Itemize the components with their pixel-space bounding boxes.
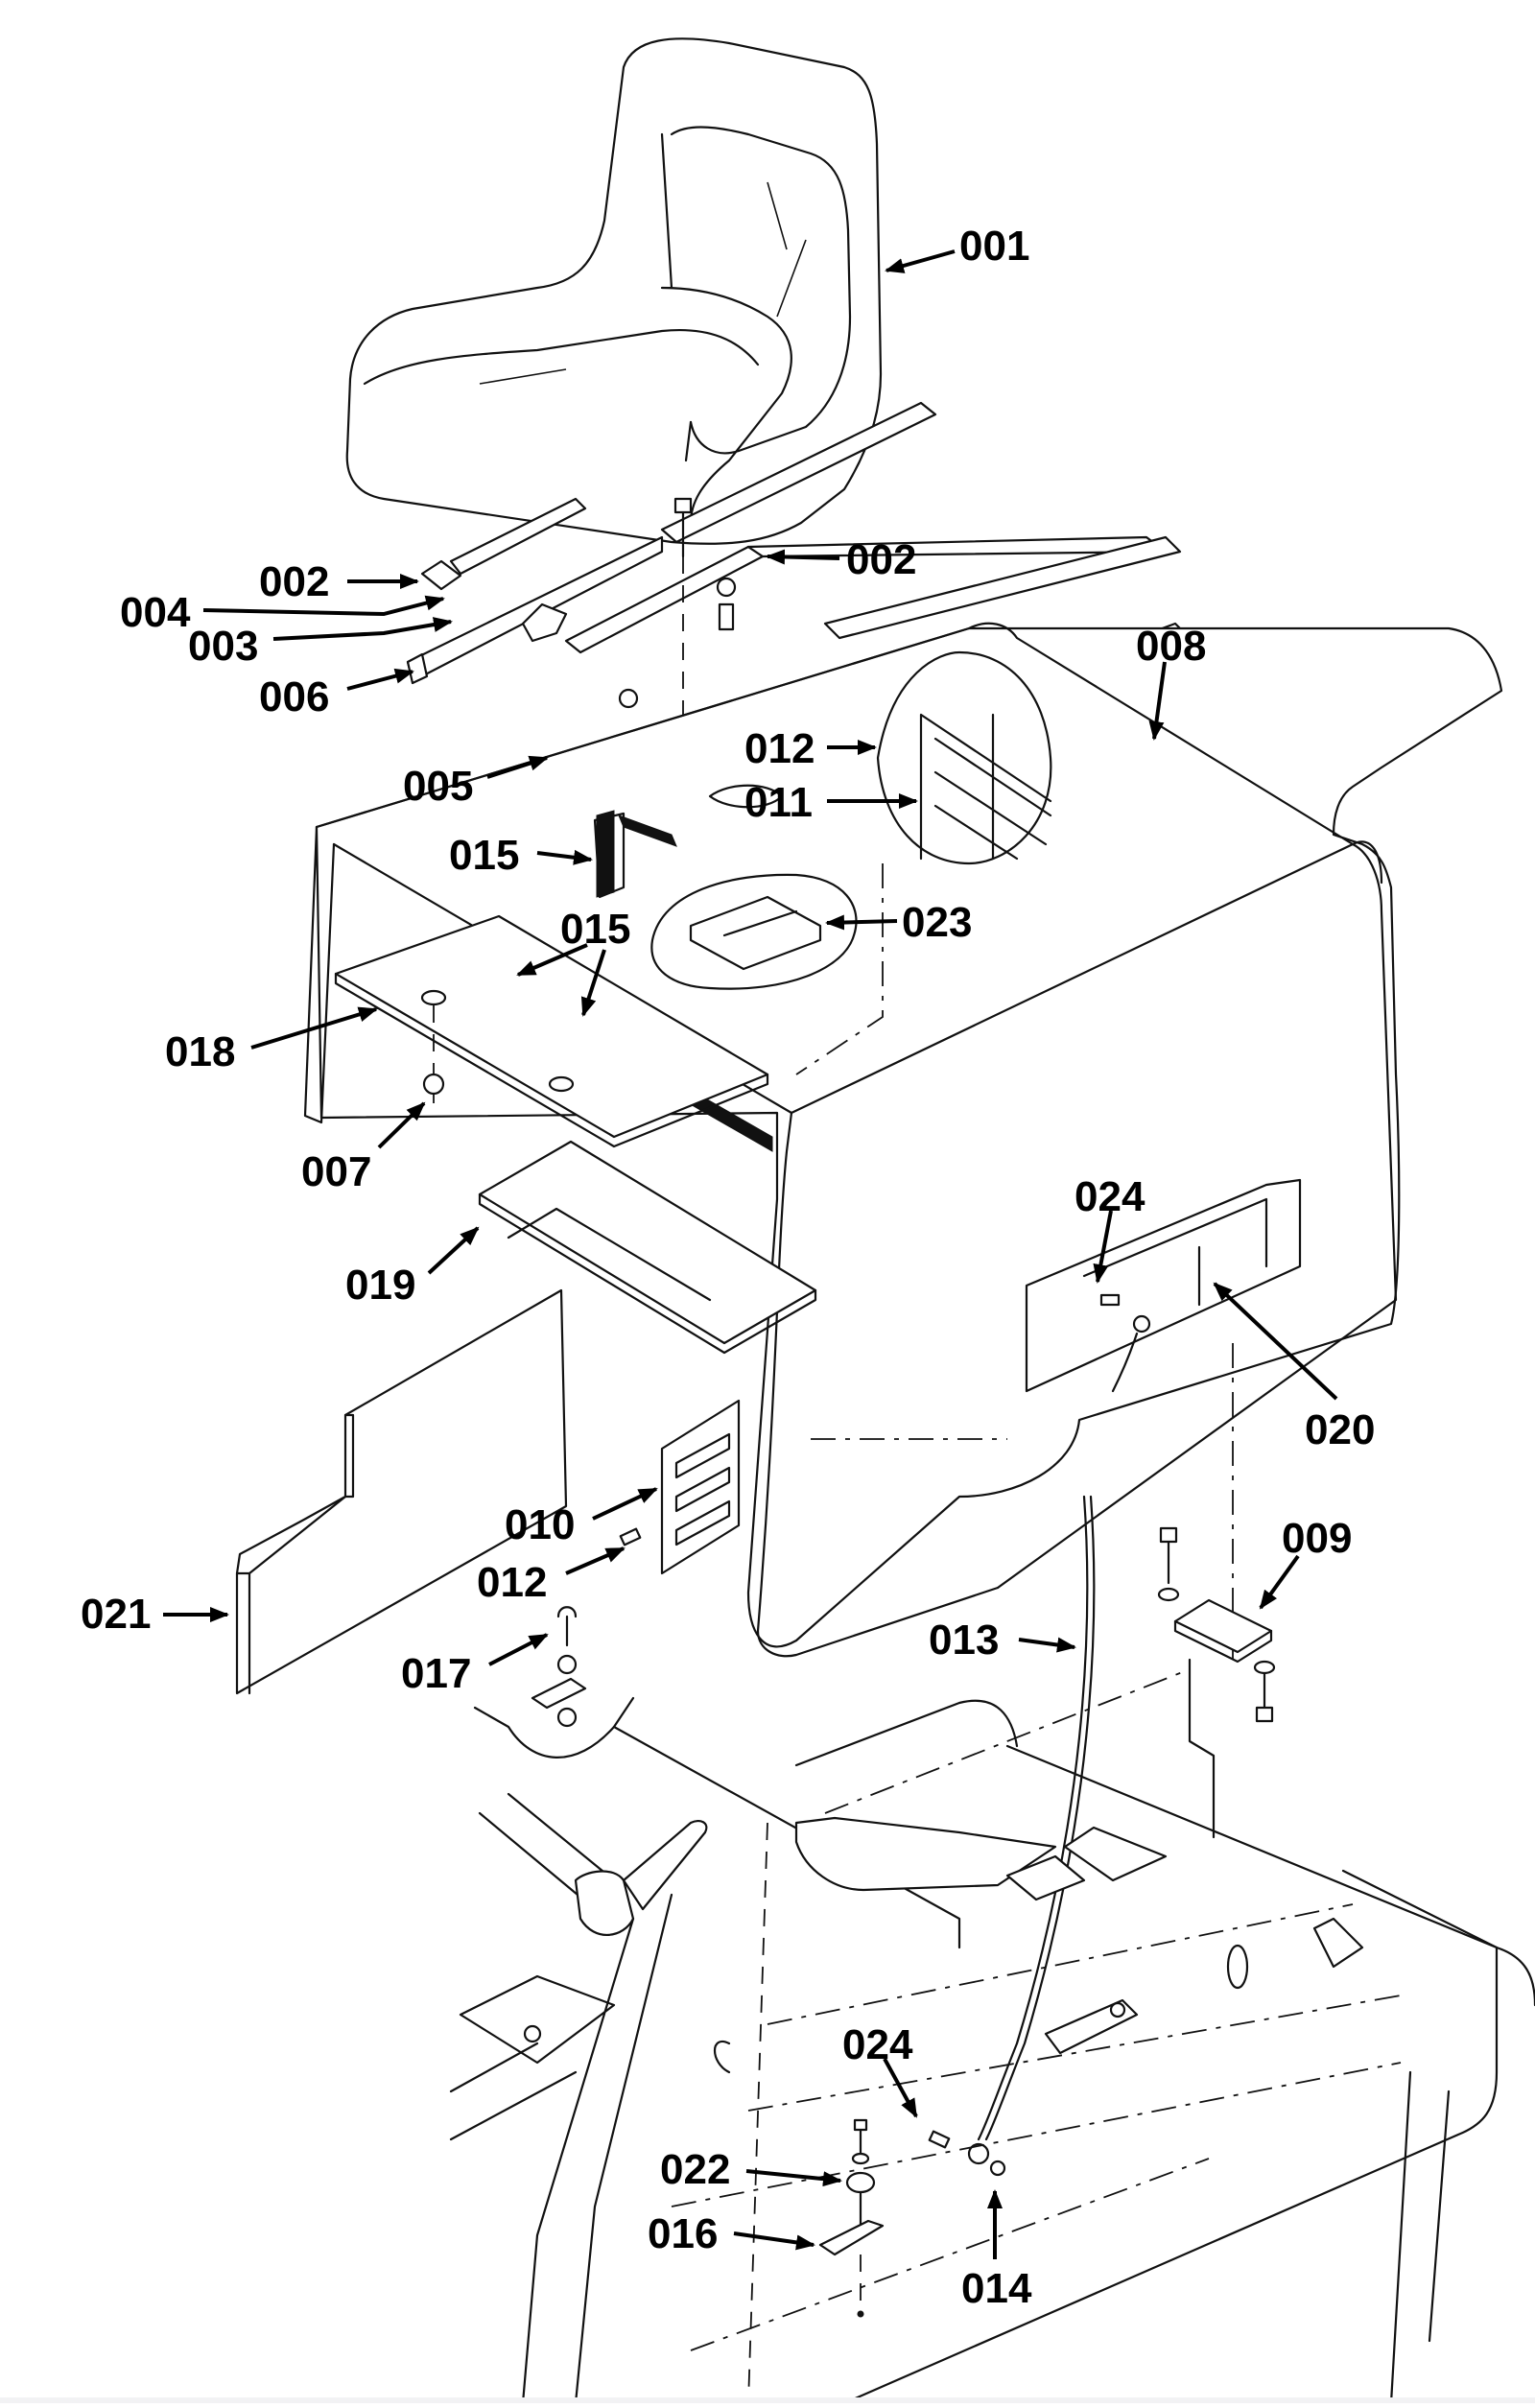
callout-022: 022	[660, 2146, 842, 2193]
callout-arrow	[377, 1101, 426, 1149]
callout-label: 018	[165, 1028, 235, 1075]
callout-arrow	[486, 755, 549, 779]
callout-arrow	[1213, 1282, 1338, 1401]
callout-label: 024	[842, 2021, 913, 2068]
callout-002-left: 002	[259, 558, 419, 605]
callout-label: 007	[301, 1148, 371, 1195]
callout-012-lower: 012	[477, 1546, 626, 1606]
callout-label: 002	[259, 558, 329, 605]
callout-label: 014	[961, 2265, 1032, 2312]
callout-006: 006	[259, 668, 414, 720]
callout-008: 008	[1136, 623, 1206, 741]
callout-label: 010	[505, 1501, 575, 1548]
callout-label: 001	[959, 223, 1029, 270]
callout-004: 004	[120, 589, 445, 636]
callout-009: 009	[1259, 1515, 1352, 1610]
callout-label: 019	[345, 1262, 415, 1309]
callout-arrow	[885, 249, 956, 273]
callout-arrow	[346, 668, 414, 691]
callout-010: 010	[505, 1487, 658, 1548]
callout-label: 013	[929, 1617, 999, 1664]
callout-label: 015	[449, 832, 519, 879]
callout-arrow	[1093, 1210, 1113, 1284]
callout-arrow	[592, 1487, 658, 1521]
callout-arrow	[202, 595, 445, 617]
callout-018: 018	[165, 1006, 378, 1075]
callouts: 001 002 002 004 003 006 005 015	[81, 223, 1375, 2312]
callout-arrow	[1148, 661, 1167, 741]
callout-label: 012	[744, 725, 815, 772]
callout-label: 012	[477, 1559, 547, 1606]
callout-label: 022	[660, 2146, 730, 2193]
callout-arrow	[766, 549, 840, 565]
callout-arrow	[883, 2058, 918, 2118]
callout-021: 021	[81, 1591, 229, 1638]
side-vent-grille-part	[473, 1399, 741, 1759]
callout-label: 017	[401, 1650, 471, 1697]
callout-label: 020	[1305, 1406, 1375, 1453]
callout-arrow	[745, 2169, 842, 2187]
callout-arrow	[580, 949, 606, 1017]
callout-label: 003	[188, 623, 258, 670]
callout-label: 005	[403, 763, 473, 810]
callout-014: 014	[961, 2189, 1032, 2312]
hinge-part	[1157, 1526, 1276, 1839]
callout-015-horizontal: 015	[516, 906, 630, 1017]
chassis-frame	[449, 1668, 1535, 2405]
callout-011: 011	[744, 779, 918, 826]
callout-002-right: 002	[766, 536, 916, 583]
callout-arrow	[565, 1546, 626, 1575]
callout-arrow	[825, 914, 898, 931]
callout-024-lower: 024	[842, 2021, 918, 2118]
callout-013: 013	[929, 1617, 1076, 1664]
callout-label: 023	[902, 899, 972, 946]
callout-007: 007	[301, 1101, 426, 1195]
callout-label: 002	[846, 536, 916, 583]
callout-015-vertical: 015	[449, 832, 593, 879]
callout-label: 008	[1136, 623, 1206, 670]
callout-003: 003	[188, 617, 453, 670]
callout-024-upper: 024	[1074, 1173, 1145, 1284]
callout-arrow	[516, 943, 588, 977]
callout-arrow	[488, 1633, 549, 1666]
callout-label: 016	[648, 2210, 718, 2257]
callout-012-upper: 012	[744, 725, 877, 772]
callout-017: 017	[401, 1633, 549, 1697]
callout-arrow	[250, 1006, 378, 1050]
bottom-edge	[0, 2397, 1535, 2403]
callout-020: 020	[1213, 1282, 1375, 1453]
callout-023: 023	[825, 899, 972, 946]
callout-arrow	[427, 1226, 480, 1275]
callout-label: 009	[1282, 1515, 1352, 1562]
callout-005: 005	[403, 755, 549, 810]
callout-arrow	[1259, 1554, 1300, 1610]
callout-label: 004	[120, 589, 191, 636]
callout-label: 011	[744, 779, 813, 826]
insulation-pads-part	[235, 914, 817, 1695]
callout-label: 006	[259, 673, 329, 720]
callout-arrow	[272, 617, 453, 641]
callout-label: 015	[560, 906, 630, 953]
rubber-mount-part	[818, 2118, 885, 2318]
callout-arrow	[536, 849, 593, 865]
callout-016: 016	[648, 2210, 815, 2257]
callout-label: 021	[81, 1591, 151, 1638]
callout-arrow	[1018, 1637, 1076, 1653]
seat-part	[345, 37, 883, 545]
callout-019: 019	[345, 1226, 480, 1309]
callout-label: 024	[1074, 1173, 1145, 1220]
callout-arrow	[733, 2231, 815, 2251]
callout-001: 001	[885, 223, 1029, 273]
